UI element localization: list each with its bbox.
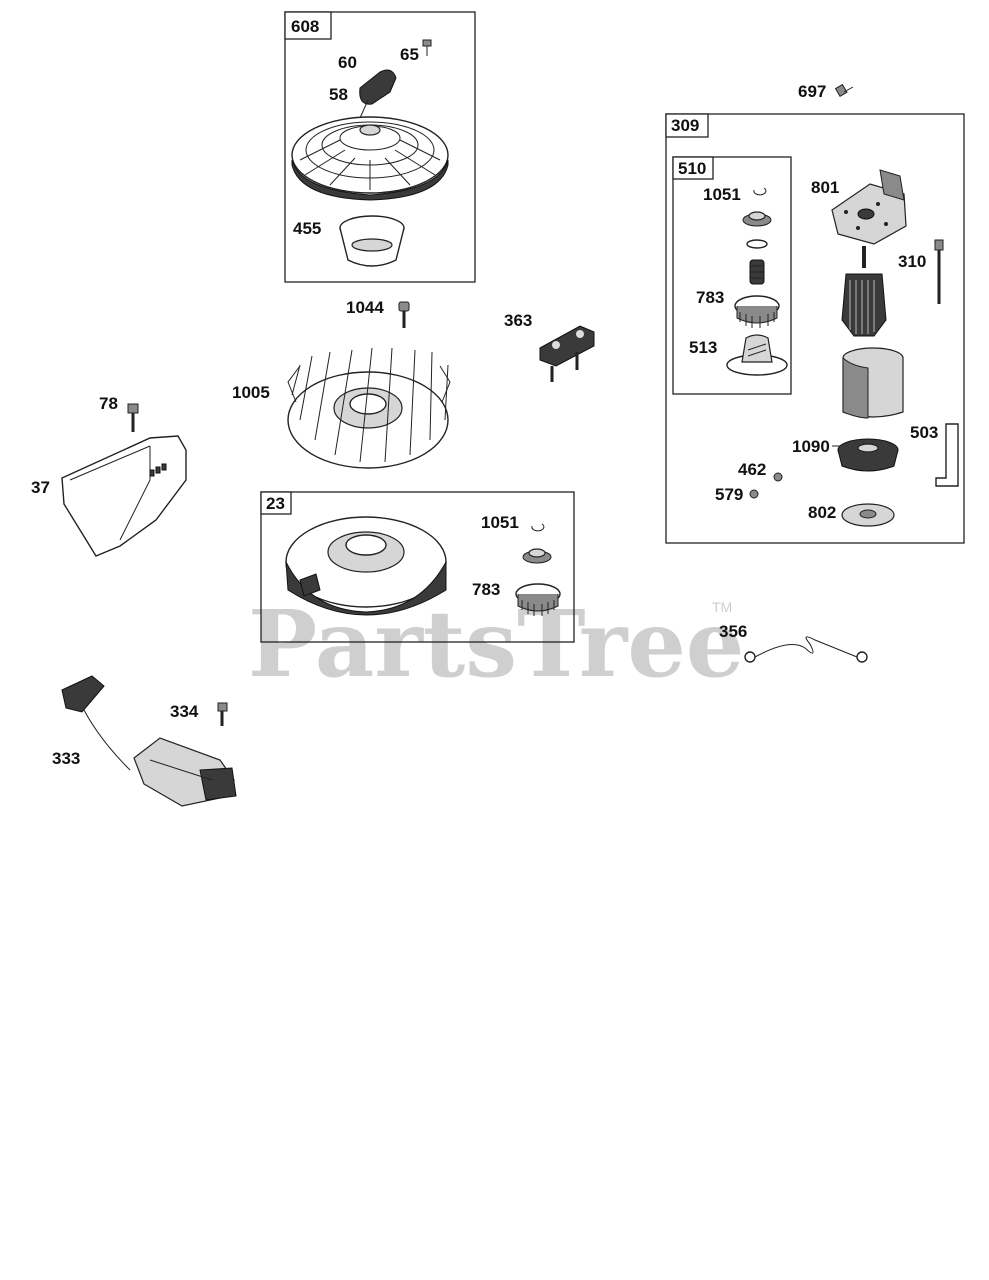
group-label-309: 309 <box>671 116 699 135</box>
callout-78[interactable]: 78 <box>99 394 118 413</box>
callout-1051-b[interactable]: 1051 <box>481 513 519 532</box>
part-783-pinion-gear-b[interactable] <box>515 583 561 616</box>
part-462-nut[interactable] <box>773 472 783 482</box>
group-label-23: 23 <box>266 494 285 513</box>
part-1051-retaining-ring-a[interactable] <box>753 187 767 196</box>
callout-801[interactable]: 801 <box>811 178 839 197</box>
callout-356[interactable]: 356 <box>719 622 747 641</box>
part-783-pinion-gear-a[interactable] <box>734 295 780 328</box>
part-60-housing[interactable] <box>291 116 449 201</box>
part-washer-510[interactable] <box>746 239 768 249</box>
part-802-brush-plate[interactable] <box>841 503 895 527</box>
callout-783-b[interactable]: 783 <box>472 580 500 599</box>
group-309: 309 <box>665 113 965 544</box>
watermark-tm: TM <box>712 599 732 615</box>
part-58-rope-handle[interactable] <box>359 69 397 119</box>
part-flywheel[interactable] <box>285 516 447 616</box>
part-455-pawl-cup[interactable] <box>339 215 405 267</box>
part-spring-510[interactable] <box>749 259 765 285</box>
callout-333[interactable]: 333 <box>52 749 80 768</box>
part-697-screw[interactable] <box>834 83 854 98</box>
callout-37[interactable]: 37 <box>31 478 50 497</box>
callout-1005[interactable]: 1005 <box>232 383 270 402</box>
callout-1051-a[interactable]: 1051 <box>703 185 741 204</box>
group-23: 23 <box>260 491 575 643</box>
part-356-ground-wire[interactable] <box>744 636 868 663</box>
group-510: 510 <box>672 156 792 395</box>
part-579-washer[interactable] <box>749 489 759 499</box>
part-333-ignition-module[interactable] <box>61 675 237 807</box>
callout-513[interactable]: 513 <box>689 338 717 357</box>
callout-1090[interactable]: 1090 <box>792 437 830 456</box>
callout-58[interactable]: 58 <box>329 85 348 104</box>
part-310-thru-bolt[interactable] <box>934 239 944 304</box>
part-1051-retaining-ring-b[interactable] <box>531 523 545 532</box>
part-513-drive-base[interactable] <box>726 334 788 376</box>
part-motor-housing[interactable] <box>842 347 904 419</box>
callout-579[interactable]: 579 <box>715 485 743 504</box>
part-collar-510[interactable] <box>742 211 772 227</box>
callout-334[interactable]: 334 <box>170 702 199 721</box>
callout-455[interactable]: 455 <box>293 219 321 238</box>
part-1005-fan[interactable] <box>287 347 451 469</box>
part-503-bracket[interactable] <box>935 423 959 487</box>
part-1090-brush-holder[interactable] <box>832 438 899 472</box>
callout-783-a[interactable]: 783 <box>696 288 724 307</box>
callout-60[interactable]: 60 <box>338 53 357 72</box>
part-collar-23[interactable] <box>522 548 552 564</box>
part-armature[interactable] <box>841 246 887 337</box>
callout-310[interactable]: 310 <box>898 252 926 271</box>
part-334-screw[interactable] <box>217 702 228 726</box>
callout-1044[interactable]: 1044 <box>346 298 384 317</box>
part-801-end-cap[interactable] <box>831 169 907 245</box>
group-608: 608 <box>284 11 476 283</box>
part-65-screw[interactable] <box>422 39 432 56</box>
callout-65[interactable]: 65 <box>400 45 419 64</box>
part-37-shield[interactable] <box>61 435 187 557</box>
part-78-screw[interactable] <box>127 403 139 432</box>
part-1044-screw[interactable] <box>398 301 410 328</box>
callout-697[interactable]: 697 <box>798 82 826 101</box>
part-363-bracket[interactable] <box>539 325 595 382</box>
callout-462[interactable]: 462 <box>738 460 766 479</box>
group-label-510: 510 <box>678 159 706 178</box>
callout-503[interactable]: 503 <box>910 423 938 442</box>
group-label-608: 608 <box>291 17 319 36</box>
callout-363[interactable]: 363 <box>504 311 532 330</box>
callout-802[interactable]: 802 <box>808 503 836 522</box>
